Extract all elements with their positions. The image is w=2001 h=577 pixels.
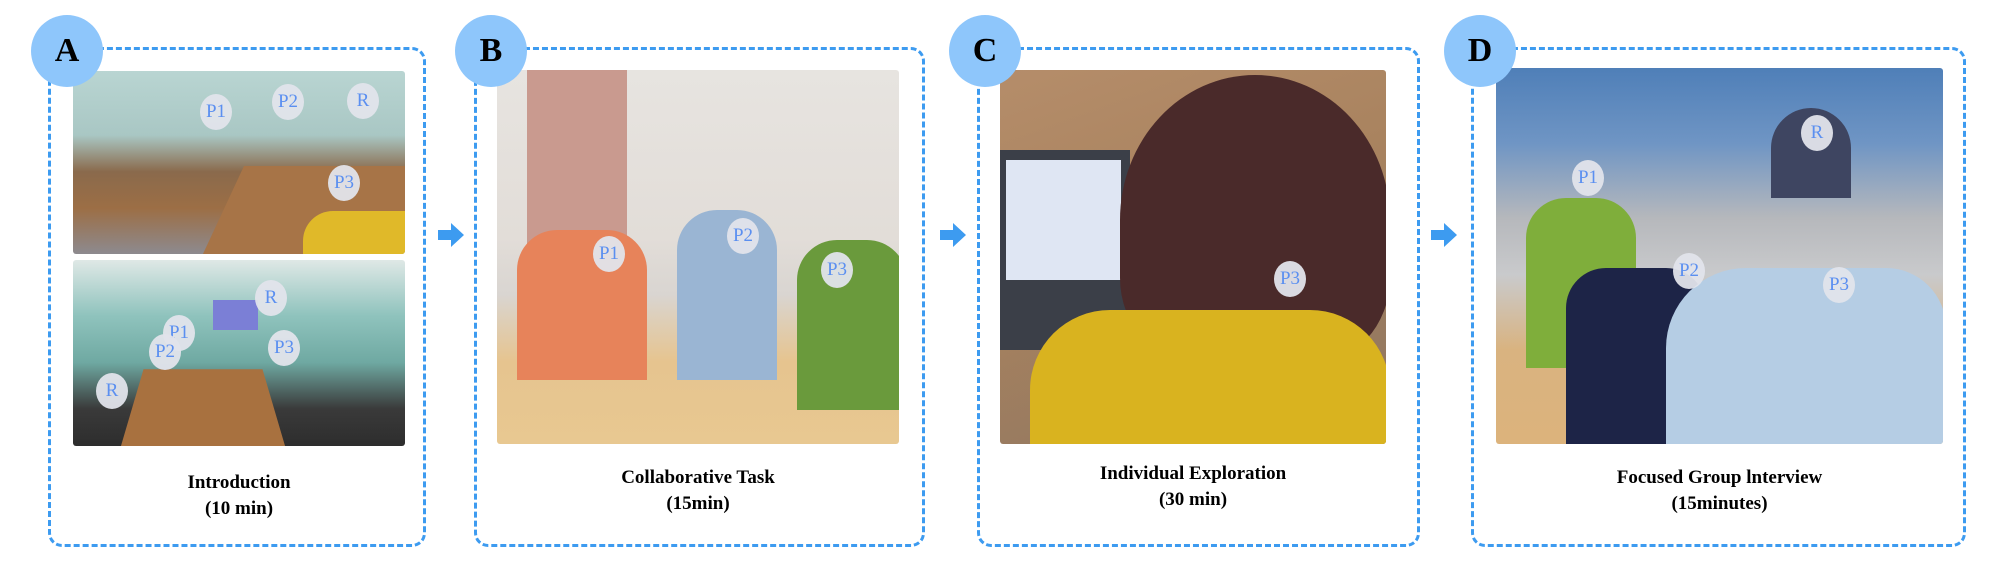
face-label: P2 bbox=[727, 218, 759, 254]
face-label: R bbox=[1801, 115, 1833, 151]
arrow-right-icon bbox=[438, 223, 464, 247]
stage-d-badge: D bbox=[1444, 15, 1516, 87]
face-label: P3 bbox=[821, 252, 853, 288]
stage-c-badge: C bbox=[949, 15, 1021, 87]
stage-duration: (15minutes) bbox=[1671, 493, 1768, 514]
face-label: P1 bbox=[200, 94, 232, 130]
face-label: R bbox=[96, 373, 128, 409]
stage-a-photo-2: R P1 P2 P3 R bbox=[73, 260, 405, 446]
stage-duration: (15min) bbox=[666, 493, 730, 514]
stage-title: Introduction bbox=[187, 472, 291, 493]
face-label: P2 bbox=[149, 334, 181, 370]
stage-a-photo-1: P1 P2 R P3 bbox=[73, 71, 405, 254]
stage-c-caption: Individual Exploration (30 min) bbox=[1000, 461, 1386, 513]
stage-duration: (10 min) bbox=[204, 498, 274, 519]
face-label: P1 bbox=[593, 236, 625, 272]
stage-b-photo: P1 P2 P3 bbox=[497, 70, 899, 444]
stage-b-panel bbox=[474, 47, 925, 547]
stage-d-photo: P1 R P2 P3 bbox=[1496, 68, 1943, 444]
stage-title: Collaborative Task bbox=[621, 467, 775, 488]
stage-title: Individual Exploration bbox=[1099, 463, 1287, 484]
stage-b-caption: Collaborative Task (15min) bbox=[497, 465, 899, 517]
face-label: P3 bbox=[1274, 261, 1306, 297]
stage-a-panel bbox=[48, 47, 426, 547]
stage-a-badge: A bbox=[31, 15, 103, 87]
arrow-right-icon bbox=[940, 223, 966, 247]
stage-duration: (30 min) bbox=[1158, 489, 1228, 510]
face-label: R bbox=[347, 83, 379, 119]
stage-d-panel bbox=[1471, 47, 1966, 547]
stage-d-caption: Focused Group lnterview (15minutes) bbox=[1496, 465, 1943, 517]
face-label: P3 bbox=[268, 330, 300, 366]
arrow-right-icon bbox=[1431, 223, 1457, 247]
stage-c-panel bbox=[977, 47, 1420, 547]
face-label: P2 bbox=[1673, 253, 1705, 289]
face-label: P3 bbox=[1823, 267, 1855, 303]
face-label: P2 bbox=[272, 84, 304, 120]
stage-b-badge: B bbox=[455, 15, 527, 87]
face-label: P3 bbox=[328, 165, 360, 201]
stage-title: Focused Group lnterview bbox=[1616, 467, 1823, 488]
stage-c-photo: P3 bbox=[1000, 70, 1386, 444]
stage-a-caption: Introduction (10 min) bbox=[73, 470, 405, 522]
face-label: R bbox=[255, 280, 287, 316]
face-label: P1 bbox=[1572, 160, 1604, 196]
